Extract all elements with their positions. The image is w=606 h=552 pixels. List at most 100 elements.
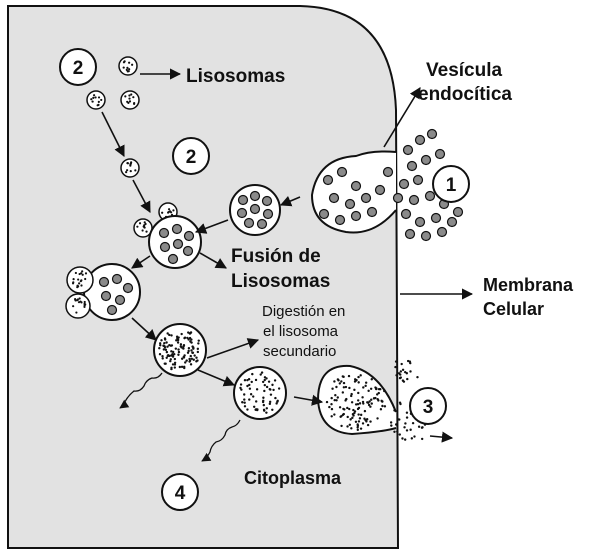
particle bbox=[328, 405, 331, 409]
particle bbox=[394, 365, 397, 369]
particle bbox=[398, 433, 401, 436]
particle bbox=[133, 101, 136, 105]
particle bbox=[187, 347, 191, 350]
particle bbox=[346, 406, 349, 410]
particle bbox=[248, 387, 252, 390]
particle bbox=[356, 423, 359, 426]
particle bbox=[276, 399, 279, 403]
label-fusion-1: Fusión de bbox=[231, 246, 321, 267]
particle bbox=[175, 335, 179, 338]
particle bbox=[125, 169, 129, 172]
particle bbox=[190, 349, 193, 352]
exocytosis-vesicle bbox=[316, 359, 430, 441]
label-vesicula-2: endocítica bbox=[418, 84, 512, 105]
particle bbox=[379, 408, 383, 411]
particle bbox=[180, 332, 183, 336]
particle bbox=[165, 356, 168, 359]
particle bbox=[420, 437, 424, 441]
particle bbox=[176, 339, 180, 342]
particle bbox=[356, 428, 360, 432]
particle bbox=[369, 387, 373, 390]
particle bbox=[185, 359, 188, 362]
step-3-number: 3 bbox=[423, 397, 434, 418]
ingested-particle bbox=[420, 154, 432, 166]
particle bbox=[356, 403, 360, 406]
label-digestion-2: el lisosoma bbox=[263, 323, 339, 340]
particle bbox=[394, 423, 398, 426]
particle bbox=[239, 383, 243, 386]
particle bbox=[343, 408, 346, 411]
particle bbox=[335, 399, 338, 402]
particle bbox=[170, 350, 173, 353]
particle bbox=[76, 284, 79, 287]
particle bbox=[77, 278, 80, 281]
particle bbox=[325, 400, 329, 404]
particle bbox=[81, 273, 84, 276]
particle bbox=[188, 357, 191, 361]
particle bbox=[331, 387, 334, 390]
particle bbox=[80, 284, 83, 287]
label-digestion-1: Digestión en bbox=[262, 303, 345, 320]
residual-body bbox=[233, 366, 287, 420]
particle bbox=[338, 406, 342, 409]
step-2a-marker: 2 bbox=[59, 48, 97, 86]
particle bbox=[260, 371, 264, 374]
particle bbox=[173, 363, 177, 366]
particle bbox=[344, 385, 348, 389]
particle bbox=[399, 370, 403, 373]
particle bbox=[195, 356, 198, 359]
particle bbox=[126, 70, 129, 73]
step-2a-number: 2 bbox=[73, 58, 84, 79]
particle bbox=[177, 348, 180, 351]
particle bbox=[366, 423, 370, 427]
particle bbox=[176, 341, 180, 344]
particle bbox=[83, 300, 86, 304]
particle bbox=[129, 162, 132, 165]
particle bbox=[342, 375, 345, 379]
particle bbox=[367, 403, 371, 407]
particle bbox=[350, 394, 353, 398]
particle bbox=[160, 339, 163, 342]
step-1-number: 1 bbox=[446, 175, 457, 196]
particle bbox=[180, 357, 184, 360]
particle bbox=[338, 382, 342, 385]
particle bbox=[411, 421, 415, 425]
particle bbox=[357, 391, 360, 395]
particle bbox=[393, 409, 396, 412]
particle bbox=[361, 396, 364, 399]
particle bbox=[128, 100, 132, 103]
endocytic-vesicle bbox=[310, 128, 464, 242]
particle bbox=[72, 305, 75, 308]
particle bbox=[255, 408, 259, 412]
particle bbox=[83, 305, 86, 308]
particle bbox=[167, 211, 170, 214]
particle bbox=[269, 393, 273, 396]
particle bbox=[363, 417, 366, 420]
particle bbox=[122, 61, 126, 64]
particle bbox=[359, 427, 363, 430]
particle bbox=[357, 399, 360, 402]
particle bbox=[357, 420, 361, 423]
particle bbox=[92, 96, 95, 100]
particle bbox=[269, 388, 272, 391]
particle bbox=[330, 415, 333, 418]
particle bbox=[184, 361, 187, 364]
particle bbox=[403, 370, 407, 374]
ingested-particle bbox=[414, 134, 426, 146]
step-4-number: 4 bbox=[175, 483, 186, 504]
particle bbox=[393, 430, 396, 434]
particle bbox=[172, 209, 175, 212]
digestion-products bbox=[119, 372, 241, 462]
particle bbox=[177, 350, 181, 354]
particle bbox=[409, 370, 412, 373]
particle bbox=[330, 407, 334, 411]
particle bbox=[173, 366, 177, 369]
particle bbox=[248, 383, 251, 387]
pinched-vesicle bbox=[229, 184, 281, 236]
ingested-particle bbox=[436, 226, 448, 238]
particle bbox=[367, 389, 370, 393]
particle bbox=[130, 93, 133, 96]
particle bbox=[246, 378, 249, 382]
particle bbox=[354, 420, 358, 424]
particle bbox=[376, 397, 379, 401]
